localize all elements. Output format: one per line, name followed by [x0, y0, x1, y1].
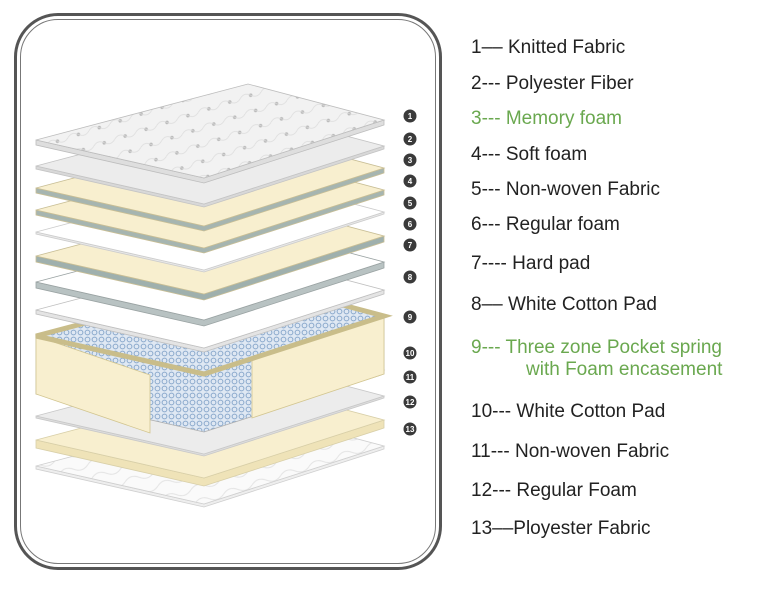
layer-badge-number: 8 — [408, 273, 413, 282]
layer-label-2: 2--- Polyester Fiber — [471, 73, 634, 95]
layer-badge-number: 4 — [408, 177, 413, 186]
layer-label-10: 10--- White Cotton Pad — [471, 401, 665, 423]
layer-badge-number: 9 — [408, 313, 413, 322]
layer-label-4: 4--- Soft foam — [471, 144, 587, 166]
layer-label-text: 12--- Regular Foam — [471, 480, 637, 501]
layer-badge-3: 3 — [403, 153, 417, 167]
layer-label-text: 2--- Polyester Fiber — [471, 73, 634, 94]
layer-badge-number: 3 — [408, 156, 413, 165]
layer-label-1: 1–– Knitted Fabric — [471, 37, 625, 59]
layer-badge-9: 9 — [403, 310, 417, 324]
layer-badge-6: 6 — [403, 217, 417, 231]
layer-badge-number: 13 — [406, 425, 415, 434]
layer-1 — [35, 83, 386, 184]
layer-label-text-line2: with Foam encasement — [526, 359, 723, 380]
diagram-frame — [14, 13, 442, 570]
layer-badge-1: 1 — [403, 109, 417, 123]
layer-badge-number: 11 — [406, 373, 415, 382]
layer-badge-2: 2 — [403, 132, 417, 146]
layer-badge-11: 11 — [403, 370, 417, 384]
layer-label-text: 7---- Hard pad — [471, 253, 591, 274]
layer-badge-13: 13 — [403, 422, 417, 436]
layer-label-7: 7---- Hard pad — [471, 253, 590, 275]
layer-label-11: 11--- Non-woven Fabric — [471, 441, 669, 463]
layer-label-3: 3--- Memory foam — [471, 108, 622, 130]
layer-badge-number: 7 — [408, 241, 413, 250]
layer-badge-12: 12 — [403, 395, 417, 409]
diagram-frame-inner — [20, 19, 436, 564]
layer-badge-number: 6 — [408, 220, 413, 229]
layer-badge-8: 8 — [403, 270, 417, 284]
layer-label-text: 4--- Soft foam — [471, 144, 588, 165]
layer-badge-number: 10 — [406, 349, 415, 358]
layer-label-text: 8–– White Cotton Pad — [471, 294, 657, 315]
layer-badge-number: 1 — [408, 112, 413, 121]
layer-label-text: 10--- White Cotton Pad — [471, 401, 666, 422]
layer-label-12: 12--- Regular Foam — [471, 480, 637, 502]
layer-label-text: 9--- Three zone Pocket spring — [471, 337, 722, 358]
layer-label-text: 5--- Non-woven Fabric — [471, 179, 660, 200]
layer-label-13: 13––Ployester Fabric — [471, 518, 651, 540]
layer-label-8: 8–– White Cotton Pad — [471, 294, 657, 316]
layer-badge-number: 2 — [408, 135, 413, 144]
layer-label-text: 11--- Non-woven Fabric — [471, 441, 670, 462]
layer-badge-7: 7 — [403, 238, 417, 252]
layer-label-text: 13––Ployester Fabric — [471, 518, 651, 539]
layer-label-5: 5--- Non-woven Fabric — [471, 179, 660, 201]
layer-label-6: 6--- Regular foam — [471, 214, 620, 236]
layer-badge-number: 5 — [408, 199, 413, 208]
layer-badge-4: 4 — [403, 174, 417, 188]
layer-badge-10: 10 — [403, 346, 417, 360]
layer-badge-5: 5 — [403, 196, 417, 210]
layer-label-text: 3--- Memory foam — [471, 108, 622, 129]
layer-label-text: 6--- Regular foam — [471, 214, 620, 235]
layer-badge-number: 12 — [406, 398, 415, 407]
layer-label-text: 1–– Knitted Fabric — [471, 37, 626, 58]
mattress-layers — [35, 83, 393, 508]
